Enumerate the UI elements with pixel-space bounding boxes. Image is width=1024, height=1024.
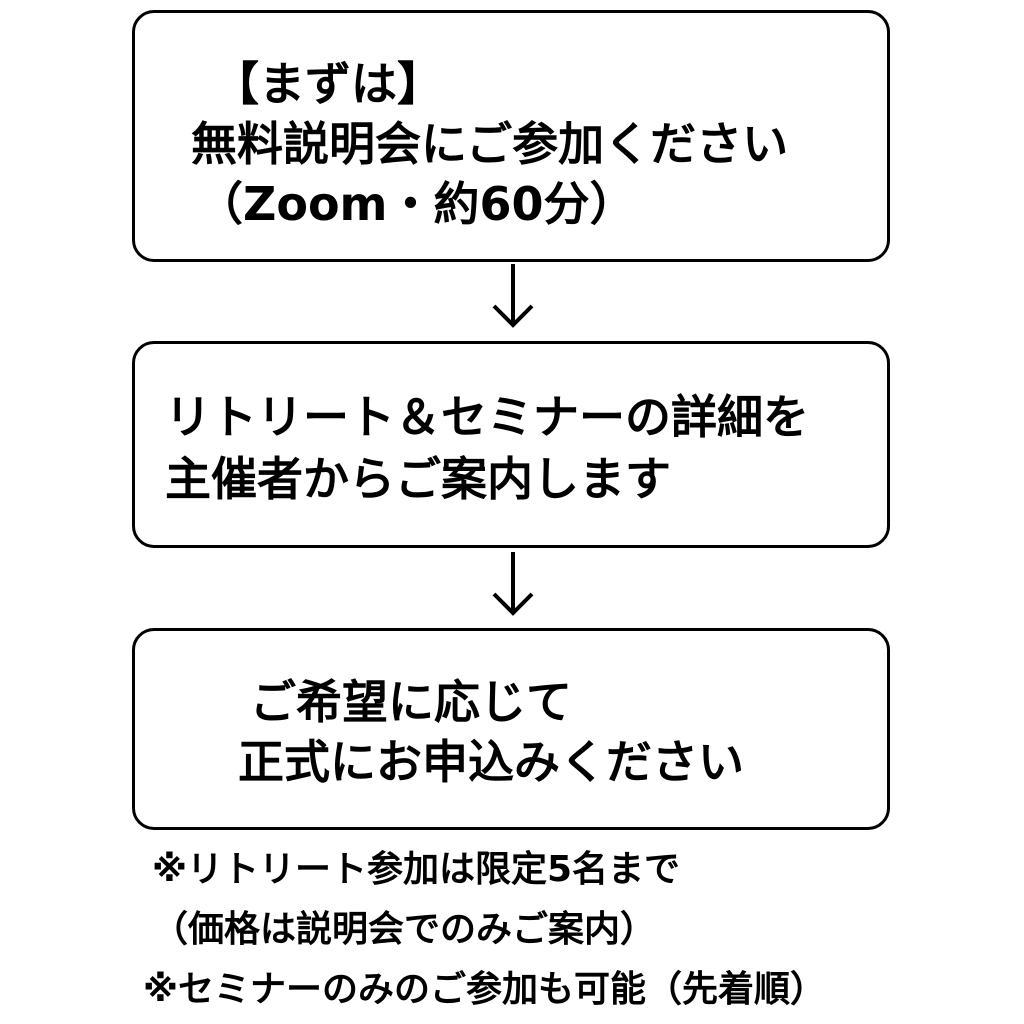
step-1-line-2: 無料説明会にご参加ください	[191, 117, 789, 171]
note-3: ※セミナーのみのご参加も可能（先着順）	[143, 969, 826, 1010]
step-3-line-2: 正式にお申込みください	[238, 735, 744, 789]
note-1: ※リトリート参加は限定5名まで	[152, 849, 681, 890]
step-2-line-1: リトリート＆セミナーの詳細を	[165, 390, 809, 444]
arrow-down-icon	[492, 552, 534, 616]
note-2: （価格は説明会でのみご案内）	[152, 909, 657, 950]
step-3-line-1: ご希望に応じて	[250, 675, 572, 729]
arrow-down-icon	[492, 264, 534, 328]
step-2-box: リトリート＆セミナーの詳細を 主催者からご案内します	[132, 341, 890, 548]
step-1-line-3: （Zoom・約60分）	[197, 177, 636, 231]
step-3-box: ご希望に応じて 正式にお申込みください	[132, 628, 890, 830]
step-1-line-1: 【まずは】	[213, 57, 443, 111]
step-2-line-2: 主催者からご案内します	[165, 452, 671, 506]
step-1-box: 【まずは】 無料説明会にご参加ください （Zoom・約60分）	[132, 10, 890, 262]
